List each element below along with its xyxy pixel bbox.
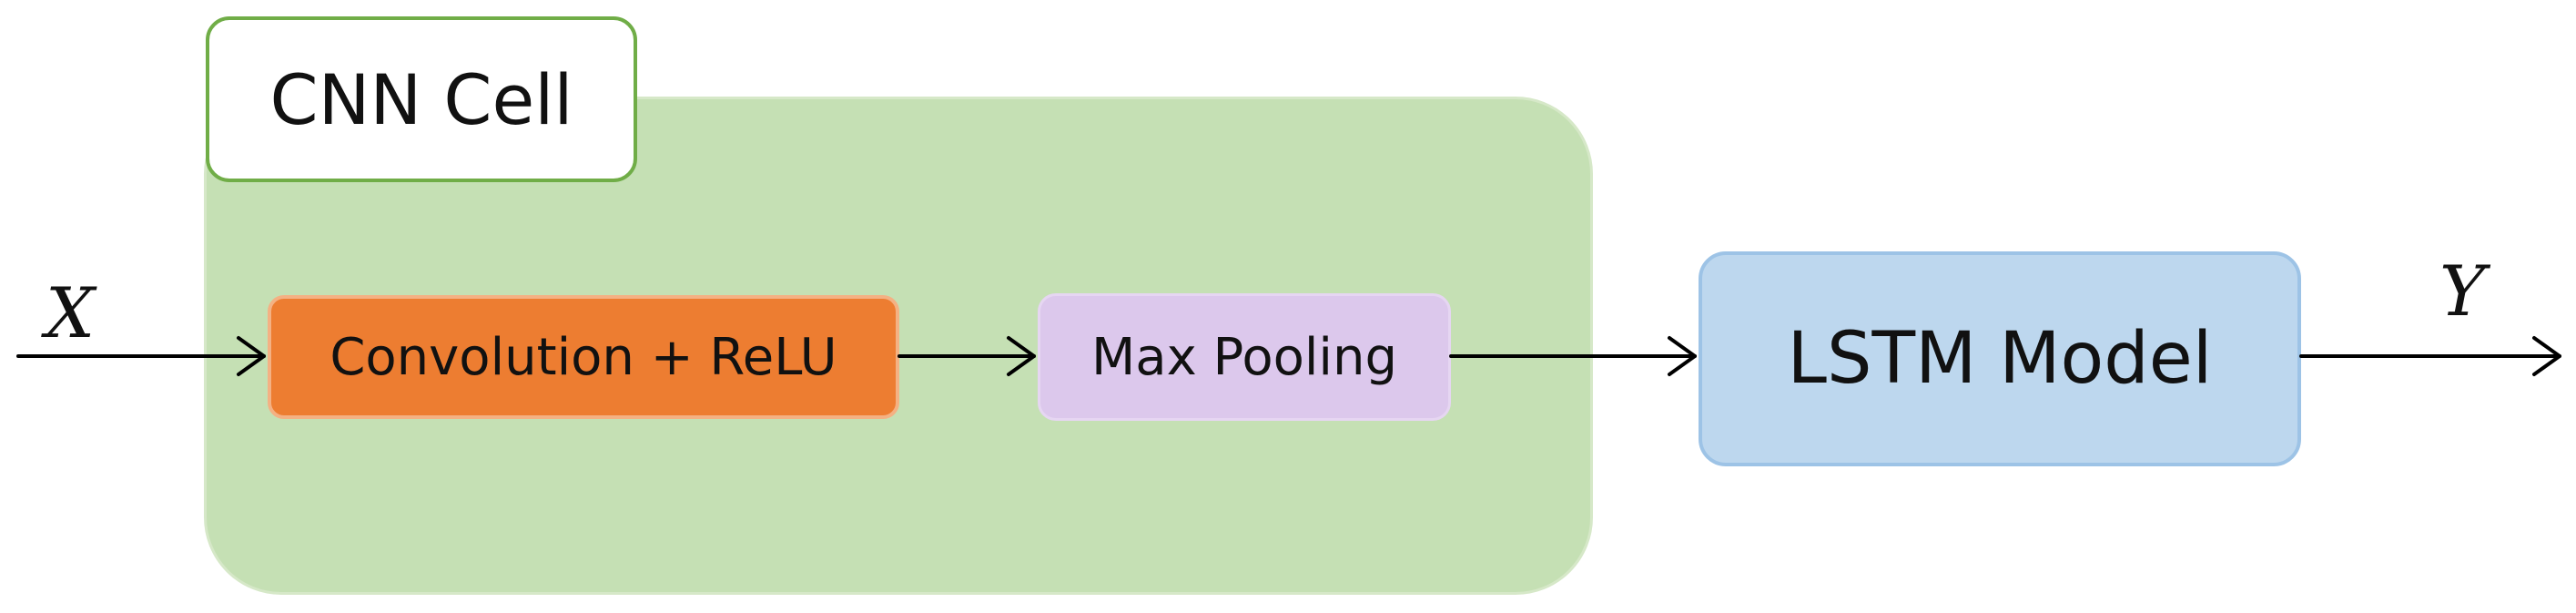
max-pooling-block: Max Pooling (1038, 293, 1451, 421)
input-variable-label: X (46, 272, 96, 353)
cnn-cell-title-box: CNN Cell (206, 16, 637, 182)
cnn-cell-title: CNN Cell (269, 58, 573, 140)
output-variable-label: Y (2439, 250, 2486, 332)
max-pooling-label: Max Pooling (1090, 327, 1398, 387)
lstm-model-block: LSTM Model (1699, 251, 2301, 466)
conv-to-pool-arrow (898, 336, 1036, 376)
lstm-to-output-arrow (2299, 336, 2561, 376)
pool-to-lstm-arrow (1449, 336, 1697, 376)
lstm-model-label: LSTM Model (1787, 318, 2213, 400)
convolution-relu-block: Convolution + ReLU (268, 295, 899, 419)
convolution-relu-label: Convolution + ReLU (330, 327, 837, 387)
input-to-conv-arrow (16, 336, 266, 376)
